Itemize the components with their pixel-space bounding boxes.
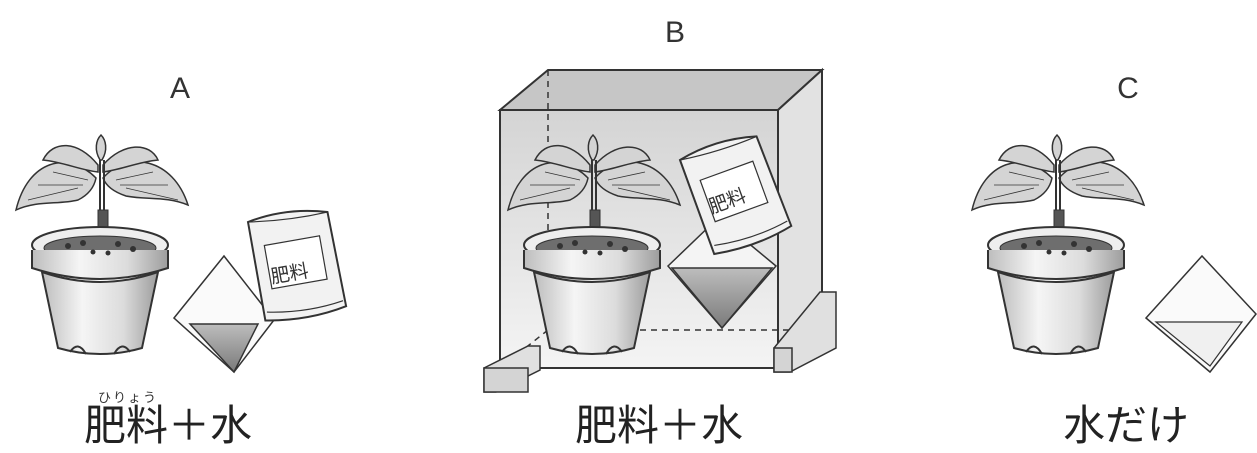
panel-b-caption: 肥料＋水: [575, 401, 744, 450]
panel-a-caption: 肥料＋水: [84, 401, 253, 450]
panel-a-ruby: ひりょう: [98, 391, 159, 406]
panel-a-drawing: 肥料: [15, 134, 348, 374]
panel-b-letter: B: [664, 16, 685, 49]
panel-c-drawing: [971, 134, 1257, 374]
panel-c-letter: C: [1117, 72, 1139, 105]
panel-c-caption: 水だけ: [1063, 401, 1190, 450]
panel-b-drawing: 肥料: [483, 67, 837, 393]
panel-a-letter: A: [169, 72, 190, 105]
